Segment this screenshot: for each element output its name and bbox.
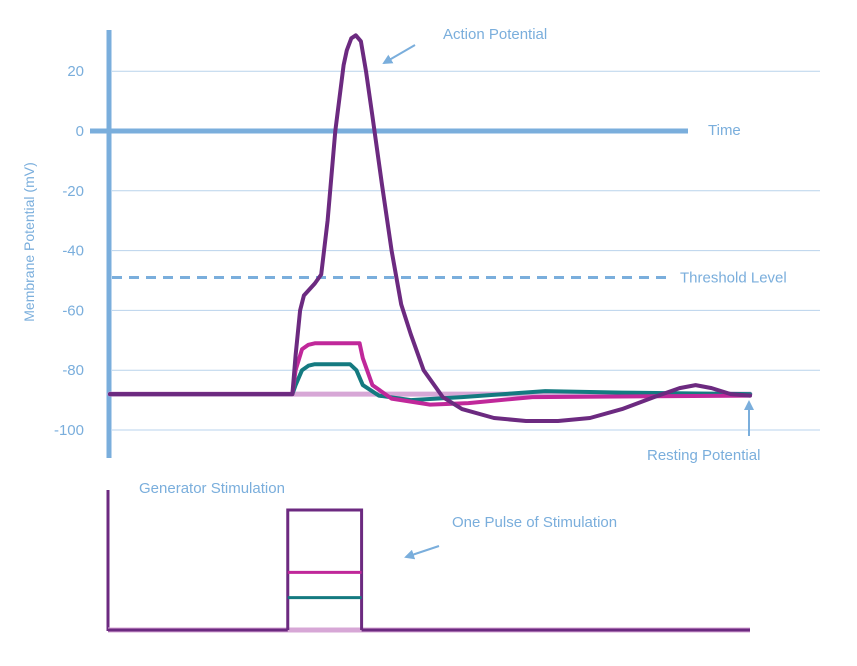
y-tick-label: -100 (54, 422, 84, 439)
y-tick-label: 20 (67, 63, 84, 80)
threshold-label: Threshold Level (680, 270, 787, 287)
action-potential-label: Action Potential (443, 26, 547, 43)
series-lines (107, 33, 753, 423)
time-label: Time (708, 122, 741, 139)
series-line-purple (108, 33, 752, 423)
y-tick-label: 0 (76, 123, 84, 140)
action-potential-arrow (382, 44, 416, 65)
y-tick-labels: 20 0 -20 -40 -60 -80 -100 (54, 63, 84, 439)
one-pulse-arrow (404, 545, 440, 560)
one-pulse-label: One Pulse of Stimulation (452, 514, 617, 531)
action-potential-chart: 20 0 -20 -40 -60 -80 -100 Membrane Potential (… (21, 26, 820, 464)
y-tick-label: -60 (62, 302, 84, 319)
pulse-outline-purple (286, 508, 364, 630)
generator-stimulation-chart: Generator Stimulation One Pulse of Stimu… (106, 480, 750, 633)
series-line-magenta (108, 341, 752, 407)
y-tick-label: -80 (62, 362, 84, 379)
y-tick-label: -20 (62, 183, 84, 200)
y-tick-label: -40 (62, 243, 84, 260)
series-line-teal (108, 362, 752, 403)
y-axis-label: Membrane Potential (mV) (21, 162, 37, 322)
generator-stimulation-label: Generator Stimulation (139, 480, 285, 497)
resting-potential-label: Resting Potential (647, 447, 760, 464)
stimulation-pulses (108, 508, 750, 633)
gridlines (112, 70, 820, 431)
